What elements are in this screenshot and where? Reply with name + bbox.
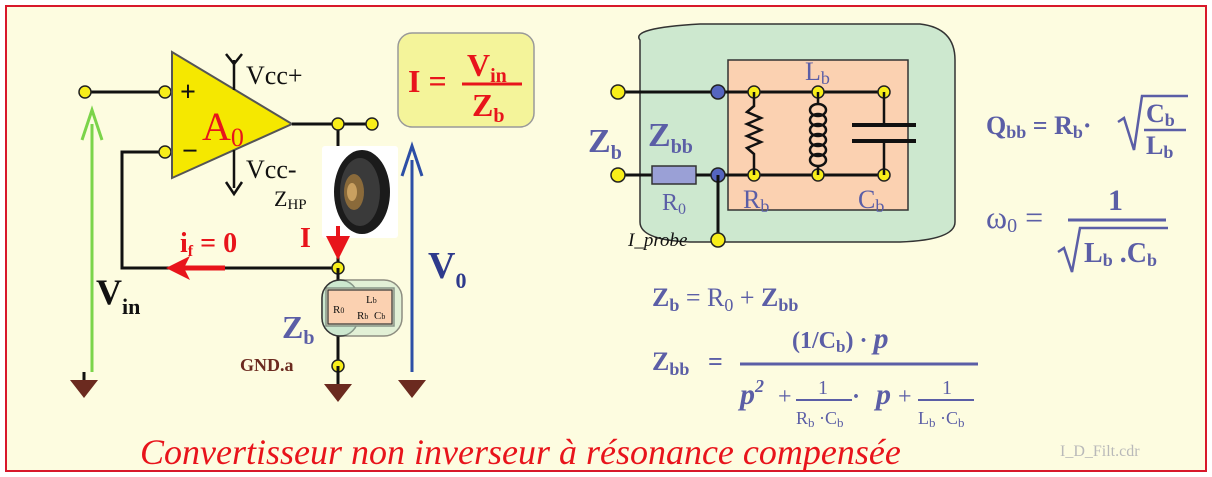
zbb-frac2-den: Lb ·Cb	[918, 408, 965, 430]
zbb-equals: =	[708, 347, 723, 376]
formula-numerator: Vin	[467, 47, 507, 87]
opamp-plus-sign: +	[180, 77, 196, 108]
zb-box-r0: R0	[333, 304, 344, 316]
ground-arrow-vin	[70, 380, 98, 398]
ground-arrow-a	[324, 384, 352, 402]
net-zb-label: Zb	[588, 123, 622, 164]
zbb-lhs: Zbb	[652, 347, 689, 379]
feedback-current-arrowhead	[166, 256, 190, 280]
loudspeaker-image	[322, 146, 398, 238]
net-terminal-bottom	[610, 167, 626, 183]
feedback-current-label: if = 0	[180, 228, 237, 260]
net-junction-top	[710, 84, 726, 100]
feedback-wire	[120, 150, 338, 270]
omega0-numerator: 1	[1108, 184, 1123, 217]
omega0-sqrt	[1057, 226, 1168, 273]
formula-denominator: Zb	[472, 87, 504, 127]
current-formula-box	[397, 32, 535, 128]
cb-label: Cb	[858, 185, 884, 216]
current-arrow-head	[326, 236, 350, 260]
zb-box-lb: Lb	[366, 294, 377, 306]
lb-label: Lb	[805, 57, 830, 88]
plus-input-node	[158, 85, 172, 99]
r0-resistor	[651, 165, 697, 185]
output-node	[331, 117, 345, 131]
zb-box-rb: Rb	[357, 310, 368, 322]
output-terminal-node	[365, 117, 379, 131]
zbb-numerator: (1/Cb) · p	[792, 322, 888, 356]
caption: Convertisseur non inverseur à résonance …	[140, 432, 901, 472]
zbb-frac2-num: 1	[942, 377, 952, 399]
qbb-numerator: Cb	[1146, 99, 1175, 130]
opamp-triangle	[171, 50, 295, 180]
v0-label: V0	[428, 245, 466, 293]
formula-lhs: I =	[408, 63, 447, 99]
net-zbb-label: Zbb	[648, 117, 693, 158]
zbb-den-p2: p2	[737, 376, 764, 411]
zb-label: Zb	[282, 309, 314, 349]
probe-node	[710, 232, 726, 248]
current-label: I	[300, 223, 311, 254]
zb-component-box	[327, 289, 393, 325]
ground-label: GND.a	[240, 355, 294, 375]
vin-label: Vin	[96, 272, 140, 319]
vcc-minus-label: Vcc-	[246, 155, 297, 184]
vcc-plus-symbol	[225, 53, 243, 67]
probe-label: I_probe	[627, 230, 687, 251]
rb-label: Rb	[743, 185, 769, 216]
qbb-sqrt	[1117, 94, 1188, 151]
vin-arrowhead	[80, 105, 104, 141]
minus-input-node	[158, 145, 172, 159]
vcc-minus-symbol	[224, 181, 244, 197]
opamp-gain-label: A0	[202, 104, 244, 152]
opamp-minus-sign: −	[182, 136, 198, 167]
zb-equation: Zb = R0 + Zbb	[652, 283, 798, 315]
zbb-frac1-den: Rb ·Cb	[796, 408, 844, 430]
ground-arrow-v0	[398, 380, 426, 398]
lb-inductor	[808, 102, 828, 168]
v0-arrowhead	[400, 141, 424, 177]
zbb-den-plus1: +	[778, 384, 792, 410]
zbb-frac1-num: 1	[818, 377, 828, 399]
vcc-plus-label: Vcc+	[246, 61, 303, 90]
file-tag: I_D_Filt.cdr	[1060, 443, 1140, 460]
zbb-den-plus2: +	[898, 384, 912, 410]
rb-resistor	[743, 92, 765, 175]
qbb-denominator: Lb	[1146, 131, 1173, 162]
omega0-lhs: ω0 =	[986, 199, 1043, 237]
net-terminal-top	[610, 84, 626, 100]
zbb-den-p: p	[873, 378, 891, 411]
input-terminal-node	[78, 85, 92, 99]
omega0-denominator: Lb .Cb	[1084, 238, 1157, 270]
r0-label: R0	[662, 190, 686, 218]
zb-box-cb: Cb	[374, 310, 385, 322]
qbb-formula: Qbb = Rb·	[986, 111, 1092, 142]
loudspeaker-label: ZHP	[274, 186, 307, 213]
zbb-den-dot: ·	[852, 384, 860, 410]
